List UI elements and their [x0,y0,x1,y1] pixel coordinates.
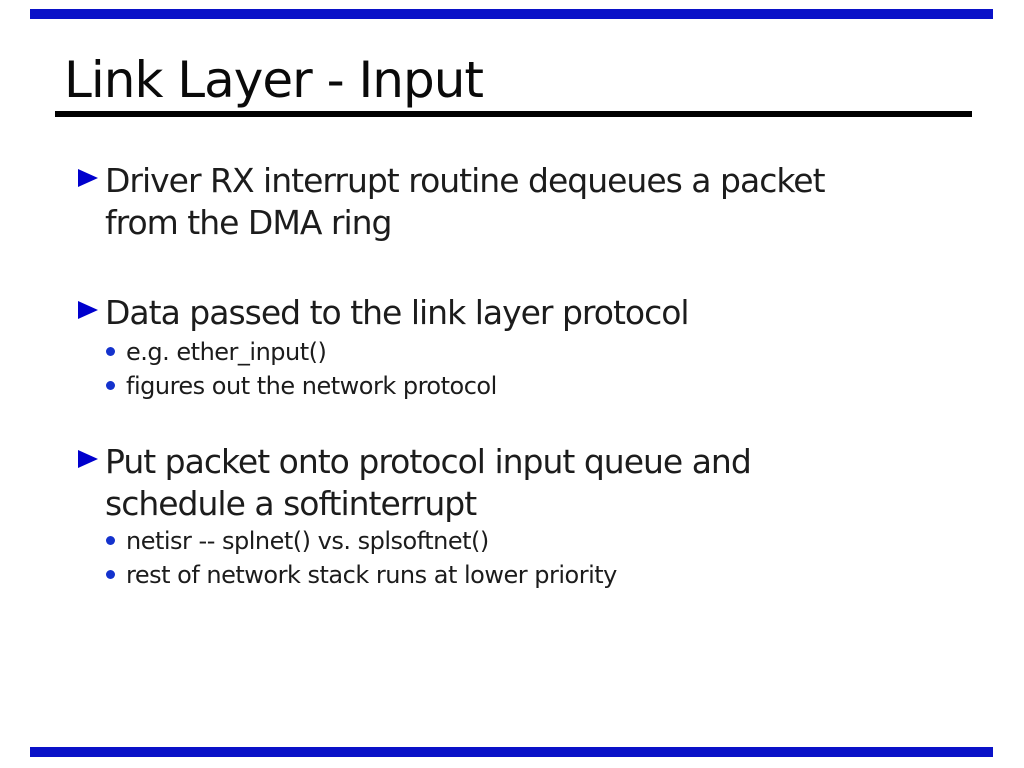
bullet-dot-icon [106,536,115,545]
page-title: Link Layer - Input [64,51,484,109]
bullet-line: Driver RX interrupt routine dequeues a p… [105,161,826,200]
bullet-line: netisr -- splnet() vs. splsoftnet() [126,527,489,555]
bullet-item: Data passed to the link layer protocol [0,292,1024,334]
bullet-line: from the DMA ring [105,203,392,242]
bullet-dot-icon [106,570,115,579]
sub-bullet-item: figures out the network protocol [0,369,1024,403]
bullet-line: figures out the network protocol [126,372,497,400]
bullet-line: schedule a softinterrupt [105,484,477,523]
sub-bullet-item: rest of network stack runs at lower prio… [0,558,1024,592]
bullet-item: Put packet onto protocol input queue and… [0,441,1024,525]
bullet-line: rest of network stack runs at lower prio… [126,561,617,589]
sub-bullet-item: e.g. ether_input() [0,335,1024,369]
bottom-rule-bar [30,747,993,757]
bullet-line: e.g. ether_input() [126,338,327,366]
title-underline [55,111,972,117]
bullet-dot-icon [106,381,115,390]
bullet-triangle-icon [78,169,98,187]
bullet-triangle-icon [78,301,98,319]
bullet-dot-icon [106,347,115,356]
sub-bullet-item: netisr -- splnet() vs. splsoftnet() [0,524,1024,558]
bullet-line: Data passed to the link layer protocol [105,293,690,332]
bullet-line: Put packet onto protocol input queue and [105,442,752,481]
bullet-triangle-icon [78,450,98,468]
top-rule-bar [30,9,993,19]
bullet-item: Driver RX interrupt routine dequeues a p… [0,160,1024,244]
